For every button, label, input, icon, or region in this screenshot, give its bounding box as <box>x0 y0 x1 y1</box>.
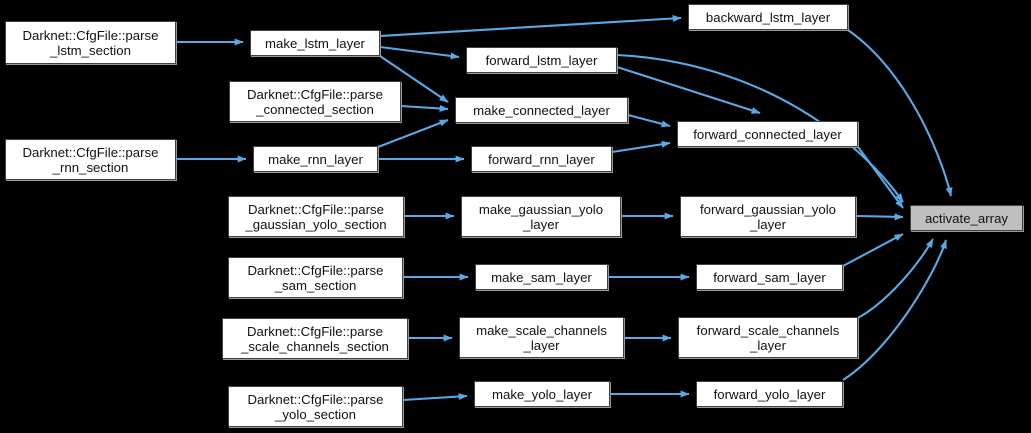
node-label-forward_lstm_layer: forward_lstm_layer <box>485 52 598 68</box>
edge-make_lstm_layer-to-forward_lstm_layer <box>379 45 460 60</box>
node-make_sam_layer[interactable]: make_sam_layer <box>475 264 608 290</box>
node-label-make_rnn_layer: make_rnn_layer <box>268 151 363 167</box>
node-label-parse_connected_section: Darknet::CfgFile::parse _connected_secti… <box>246 86 384 117</box>
edge-make_rnn_layer-to-make_connected_layer <box>377 119 449 148</box>
node-parse_sam_section[interactable]: Darknet::CfgFile::parse _sam_section <box>228 257 403 298</box>
node-label-forward_rnn_layer: forward_rnn_layer <box>488 151 595 167</box>
node-forward_sam_layer[interactable]: forward_sam_layer <box>696 264 843 290</box>
node-make_connected_layer[interactable]: make_connected_layer <box>455 97 628 123</box>
node-label-parse_scale_channels_section: Darknet::CfgFile::parse _scale_channels_… <box>241 323 389 354</box>
edge-forward_gaussian_yolo_layer-to-activate_array <box>855 213 904 221</box>
node-forward_yolo_layer[interactable]: forward_yolo_layer <box>696 381 843 407</box>
node-label-parse_sam_section: Darknet::CfgFile::parse _sam_section <box>247 262 384 293</box>
node-label-parse_rnn_section: Darknet::CfgFile::parse _rnn_section <box>22 144 159 175</box>
edge-parse_yolo_section-to-make_yolo_layer <box>402 393 468 402</box>
node-make_rnn_layer[interactable]: make_rnn_layer <box>253 146 378 172</box>
node-parse_lstm_section[interactable]: Darknet::CfgFile::parse _lstm_section <box>5 21 176 64</box>
edge-backward_lstm_layer-to-activate_array <box>847 29 953 197</box>
node-make_lstm_layer[interactable]: make_lstm_layer <box>250 30 380 56</box>
edge-forward_scale_channels_layer-to-activate_array <box>857 238 934 319</box>
edge-forward_connected_layer-to-activate_array <box>857 146 904 209</box>
node-make_gaussian_yolo_layer[interactable]: make_gaussian_yolo _layer <box>461 196 621 237</box>
edge-forward_rnn_layer-to-forward_connected_layer <box>611 140 671 154</box>
node-forward_rnn_layer[interactable]: forward_rnn_layer <box>471 146 612 172</box>
node-label-make_gaussian_yolo_layer: make_gaussian_yolo _layer <box>478 201 604 232</box>
edge-make_connected_layer-to-forward_connected_layer <box>627 113 671 128</box>
node-label-make_scale_channels_layer: make_scale_channels _layer <box>476 322 607 353</box>
edge-forward_sam_layer-to-activate_array <box>842 233 904 267</box>
node-parse_scale_channels_section[interactable]: Darknet::CfgFile::parse _scale_channels_… <box>222 318 408 359</box>
edge-parse_connected_section-to-make_connected_layer <box>400 104 449 112</box>
node-parse_connected_section[interactable]: Darknet::CfgFile::parse _connected_secti… <box>229 81 401 122</box>
edge-forward_lstm_layer-to-forward_connected_layer <box>616 66 761 114</box>
node-label-make_lstm_layer: make_lstm_layer <box>265 35 365 51</box>
node-forward_gaussian_yolo_layer[interactable]: forward_gaussian_yolo _layer <box>680 196 856 237</box>
node-parse_gaussian_yolo_section[interactable]: Darknet::CfgFile::parse _gaussian_yolo_s… <box>228 196 404 237</box>
node-parse_rnn_section[interactable]: Darknet::CfgFile::parse _rnn_section <box>5 139 176 180</box>
node-label-parse_gaussian_yolo_section: Darknet::CfgFile::parse _gaussian_yolo_s… <box>245 201 387 232</box>
edge-make_lstm_layer-to-backward_lstm_layer <box>379 15 682 38</box>
node-forward_connected_layer[interactable]: forward_connected_layer <box>677 121 858 147</box>
node-parse_yolo_section[interactable]: Darknet::CfgFile::parse _yolo_section <box>228 386 403 427</box>
node-label-make_sam_layer: make_sam_layer <box>491 269 592 285</box>
node-label-forward_gaussian_yolo_layer: forward_gaussian_yolo _layer <box>699 201 837 232</box>
node-label-forward_yolo_layer: forward_yolo_layer <box>713 386 826 402</box>
node-make_yolo_layer[interactable]: make_yolo_layer <box>474 381 610 407</box>
node-label-make_yolo_layer: make_yolo_layer <box>492 386 592 402</box>
node-label-parse_yolo_section: Darknet::CfgFile::parse _yolo_section <box>247 391 384 422</box>
node-activate_array[interactable]: activate_array <box>910 205 1023 231</box>
node-label-activate_array: activate_array <box>924 210 1009 226</box>
node-make_scale_channels_layer[interactable]: make_scale_channels _layer <box>459 317 624 358</box>
node-label-backward_lstm_layer: backward_lstm_layer <box>705 9 831 25</box>
node-label-forward_connected_layer: forward_connected_layer <box>693 126 842 142</box>
node-label-forward_scale_channels_layer: forward_scale_channels _layer <box>696 322 840 353</box>
edge-forward_yolo_layer-to-activate_array <box>842 239 948 381</box>
node-forward_scale_channels_layer[interactable]: forward_scale_channels _layer <box>678 317 858 358</box>
node-label-parse_lstm_section: Darknet::CfgFile::parse _lstm_section <box>22 27 159 58</box>
node-forward_lstm_layer[interactable]: forward_lstm_layer <box>466 47 617 73</box>
node-label-forward_sam_layer: forward_sam_layer <box>713 269 826 285</box>
node-label-make_connected_layer: make_connected_layer <box>473 102 610 118</box>
node-backward_lstm_layer[interactable]: backward_lstm_layer <box>688 4 848 30</box>
